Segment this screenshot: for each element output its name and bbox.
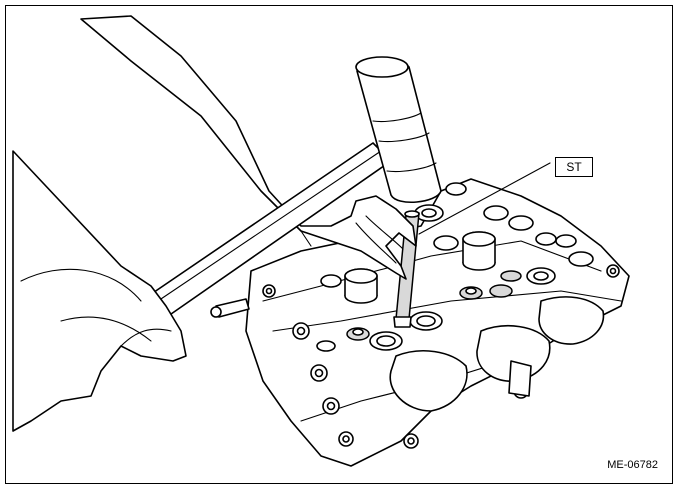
st-leader-line (418, 162, 551, 235)
cylinder-head-icon (210, 178, 630, 467)
hammer-icon (140, 56, 442, 322)
hand-icon (12, 150, 187, 432)
cylinder-head-valve-guide-illustration (12, 15, 630, 467)
illustration-frame: ST ME-06782 (5, 5, 673, 484)
figure-id: ME-06782 (607, 459, 658, 471)
st-callout: ST (555, 157, 593, 177)
